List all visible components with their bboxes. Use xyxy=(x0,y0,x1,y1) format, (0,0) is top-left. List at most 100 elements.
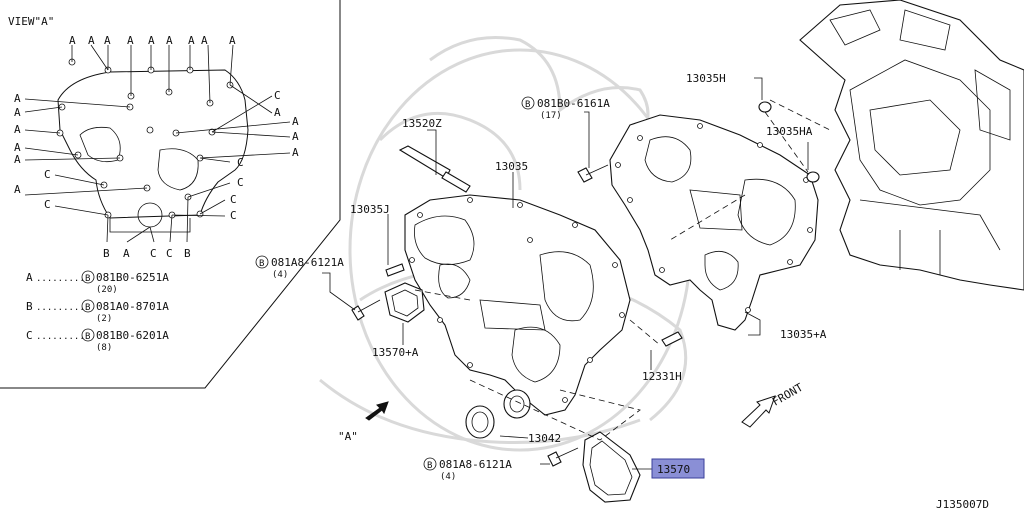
leader-lines xyxy=(322,77,809,470)
legend-row-a: A ......... B 081B0-6251A (20) xyxy=(26,270,169,295)
diagram-id: J135007D xyxy=(936,498,989,511)
view-a-drawing xyxy=(24,44,291,243)
view-letter: A xyxy=(127,34,134,47)
front-timing-cover xyxy=(404,194,631,416)
legend-dots: ......... xyxy=(36,274,85,284)
front-arrow-icon xyxy=(741,395,776,428)
bolt-b-icon xyxy=(81,270,95,284)
view-letter: A xyxy=(148,34,155,47)
view-letter: A xyxy=(292,146,299,159)
view-letter: C xyxy=(44,198,51,211)
bolt-b-icon xyxy=(255,255,269,269)
callout-bolt-top: B 081B0-6161A (17) xyxy=(521,96,610,121)
bolt-symbol: B xyxy=(85,303,90,313)
bolt-symbol: B xyxy=(85,274,90,284)
label-13035a: 13035+A xyxy=(780,328,827,341)
callout-bolt-bottom: B 081A8-6121A (4) xyxy=(423,457,512,482)
o-ring-13035h xyxy=(758,101,772,113)
view-letter: A xyxy=(14,153,21,166)
legend-dots: ......... xyxy=(36,332,85,342)
bolts xyxy=(351,164,683,467)
bolt-symbol: B xyxy=(259,259,264,269)
bolt-code: 081A8-6121A xyxy=(439,458,512,471)
callout-bolt-left: B 081A8-6121A (4) xyxy=(255,255,344,280)
label-12331h: 12331H xyxy=(642,370,682,383)
bolt-symbol: B xyxy=(85,332,90,342)
bolt-b-icon xyxy=(423,457,437,471)
oil-seal xyxy=(465,389,531,439)
gasket-bottom xyxy=(582,431,641,503)
bolt-qty: (4) xyxy=(440,472,456,482)
view-letter: A xyxy=(274,106,281,119)
view-letter: C xyxy=(237,176,244,189)
label-13035ha: 13035HA xyxy=(766,125,813,138)
view-letter: C xyxy=(150,247,157,260)
view-letter: A xyxy=(104,34,111,47)
bolt-b-icon xyxy=(81,328,95,342)
legend-bolt: 081A0-8701A xyxy=(96,300,169,313)
legend-qty: (2) xyxy=(96,314,112,324)
view-letter: A xyxy=(201,34,208,47)
gasket-left xyxy=(384,282,425,323)
view-letter: A xyxy=(14,92,21,105)
view-letter: A xyxy=(166,34,173,47)
view-letter: C xyxy=(230,193,237,206)
legend-letter: C xyxy=(26,329,33,342)
view-letter: C xyxy=(230,209,237,222)
engine-block xyxy=(799,0,1024,291)
view-letter: A xyxy=(14,141,21,154)
label-13035j: 13035J xyxy=(350,203,390,216)
legend-row-c: C ......... B 081B0-6201A (8) xyxy=(26,328,169,353)
label-13570[interactable]: 13570 xyxy=(657,463,690,476)
view-letter: A xyxy=(69,34,76,47)
view-letter: A xyxy=(14,123,21,136)
bolt-symbol: B xyxy=(427,461,432,471)
front-label: FRONT xyxy=(770,381,806,409)
bolt-qty: (4) xyxy=(272,270,288,280)
view-letter: C xyxy=(166,247,173,260)
legend-bolt: 081B0-6251A xyxy=(96,271,169,284)
rear-timing-cover xyxy=(609,114,819,331)
view-letter: A xyxy=(229,34,236,47)
view-panel-border xyxy=(0,0,341,389)
view-letter: C xyxy=(274,89,281,102)
label-13035: 13035 xyxy=(495,160,528,173)
legend-dots: ......... xyxy=(36,303,85,313)
bolt-code: 081A8-6121A xyxy=(271,256,344,269)
legend-qty: (8) xyxy=(96,343,112,353)
legend-qty: (20) xyxy=(96,285,118,295)
view-letter: B xyxy=(103,247,110,260)
dowel-pin-12331h xyxy=(661,331,683,347)
label-13042: 13042 xyxy=(528,432,561,445)
label-13520z: 13520Z xyxy=(402,117,442,130)
bolt-legend: A ......... B 081B0-6251A (20) B .......… xyxy=(26,270,169,353)
legend-letter: A xyxy=(26,271,33,284)
view-a-letters: A A A A A A A A A A A A A A C A C C A A … xyxy=(14,34,299,260)
view-letter: A xyxy=(14,106,21,119)
highlight-13570[interactable] xyxy=(651,458,705,479)
view-letter: B xyxy=(184,247,191,260)
view-a-arrow-icon xyxy=(365,401,389,421)
view-letter: C xyxy=(44,168,51,181)
bolt-qty: (17) xyxy=(540,111,562,121)
view-letter: A xyxy=(123,247,130,260)
legend-letter: B xyxy=(26,300,33,313)
label-13570a: 13570+A xyxy=(372,346,419,359)
gauge-tube xyxy=(398,145,471,193)
view-letter: A xyxy=(14,183,21,196)
bolt-b-icon xyxy=(81,299,95,313)
o-ring-13035ha xyxy=(806,171,820,183)
view-letter: A xyxy=(88,34,95,47)
bolt-code: 081B0-6161A xyxy=(537,97,610,110)
view-a-title: VIEW"A" xyxy=(8,15,54,28)
legend-bolt: 081B0-6201A xyxy=(96,329,169,342)
assembly-lines xyxy=(414,99,831,441)
bolt-b-icon xyxy=(521,96,535,110)
legend-row-b: B ......... B 081A0-8701A (2) xyxy=(26,299,169,324)
view-letter: A xyxy=(292,115,299,128)
view-a-label: "A" xyxy=(338,430,358,443)
view-letter: A xyxy=(188,34,195,47)
label-13035h: 13035H xyxy=(686,72,726,85)
